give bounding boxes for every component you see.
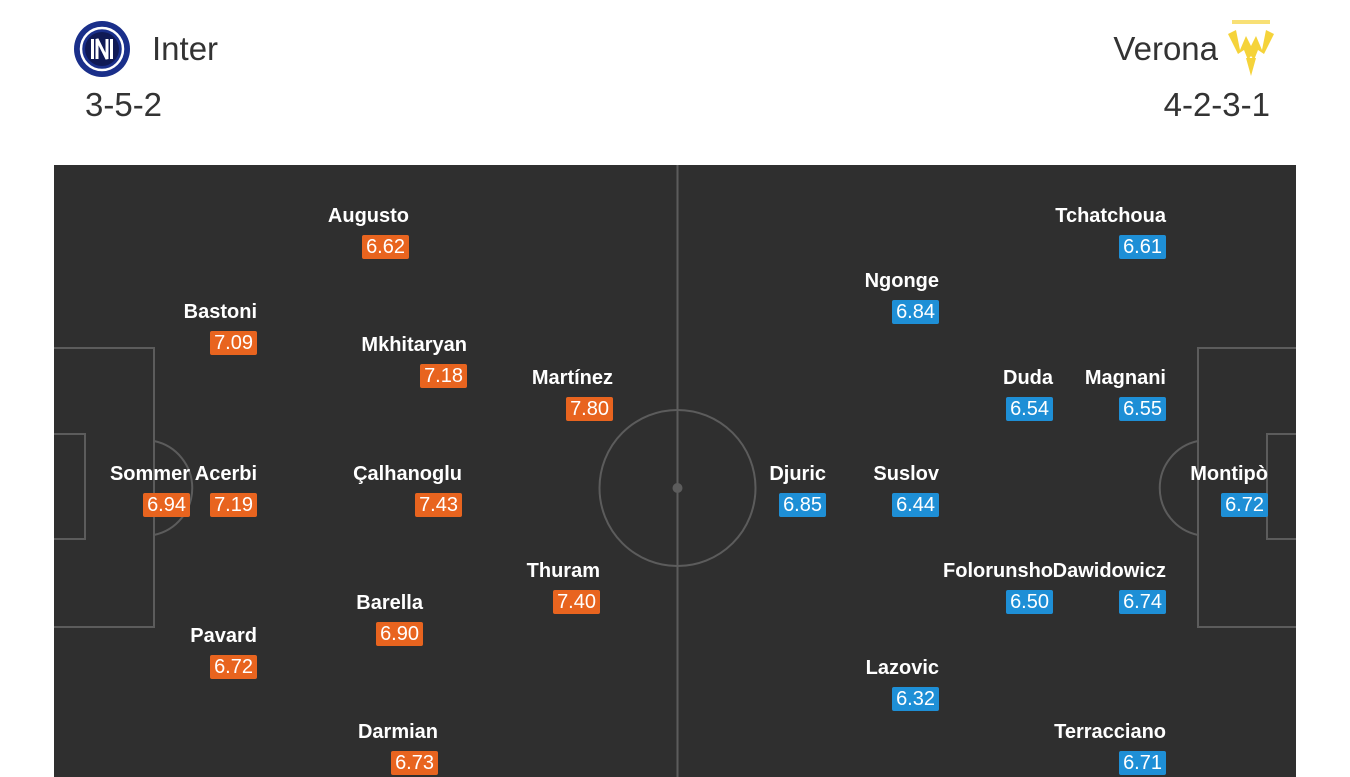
player-thuram[interactable]: Thuram 7.40 [440, 559, 600, 614]
player-rating: 7.18 [420, 364, 467, 388]
player-rating: 6.90 [376, 622, 423, 646]
player-folorunsho[interactable]: Folorunsho 6.50 [893, 559, 1053, 614]
pitch-markings [54, 165, 1296, 777]
player-name: Ngonge [864, 270, 939, 292]
player-name: Martínez [531, 367, 613, 389]
player-pavard[interactable]: Pavard 6.72 [97, 624, 257, 679]
player-djuric[interactable]: Djuric 6.85 [666, 462, 826, 517]
player-rating: 6.74 [1119, 590, 1166, 614]
player-name: Sommer [109, 463, 190, 485]
player-rating: 6.85 [779, 493, 826, 517]
player-rating: 7.09 [210, 331, 257, 355]
player-name: Pavard [190, 625, 257, 647]
player-name: Acerbi [194, 463, 257, 485]
player-acerbi[interactable]: Acerbi 7.19 [97, 462, 257, 517]
player-ngonge[interactable]: Ngonge 6.84 [779, 269, 939, 324]
player-rating: 7.43 [415, 493, 462, 517]
player-name: Montipò [1190, 463, 1268, 485]
player-duda[interactable]: Duda 6.54 [893, 366, 1053, 421]
player-name: Dawidowicz [1052, 560, 1166, 582]
home-team-header: Inter 3-5-2 [0, 0, 675, 165]
player-mkhitaryan[interactable]: Mkhitaryan 7.18 [307, 333, 467, 388]
home-formation: 3-5-2 [85, 86, 163, 123]
player-lazovic[interactable]: Lazovic 6.32 [779, 656, 939, 711]
player-rating: 6.84 [892, 300, 939, 324]
player-rating: 6.55 [1119, 397, 1166, 421]
player-name: Bastoni [183, 301, 257, 323]
player-rating: 6.32 [892, 687, 939, 711]
player-rating: 7.19 [210, 493, 257, 517]
player-tchatchoua[interactable]: Tchatchoua 6.61 [1006, 204, 1166, 259]
player-rating: 6.73 [391, 751, 438, 775]
lineup-pitch: Sommer 6.94 Bastoni 7.09 Acerbi 7.19 Pav… [54, 165, 1296, 777]
player-rating: 6.72 [1221, 493, 1268, 517]
player-dawidowicz[interactable]: Dawidowicz 6.74 [1006, 559, 1166, 614]
player-name: Darmian [357, 721, 438, 743]
player-martinez[interactable]: Martínez 7.80 [453, 366, 613, 421]
away-team-name[interactable]: Verona [1113, 30, 1218, 67]
player-name: Mkhitaryan [361, 334, 467, 356]
away-formation: 4-2-3-1 [1163, 86, 1270, 123]
player-name: Djuric [769, 463, 826, 485]
player-name: Terracciano [1054, 721, 1166, 743]
player-name: Tchatchoua [1055, 205, 1166, 227]
player-calhanoglu[interactable]: Çalhanoglu 7.43 [302, 462, 462, 517]
home-team-name[interactable]: Inter [152, 30, 219, 67]
player-rating: 6.54 [1006, 397, 1053, 421]
player-name: Magnani [1084, 367, 1166, 389]
player-barella[interactable]: Barella 6.90 [263, 591, 423, 646]
player-name: Folorunsho [943, 560, 1053, 582]
player-suslov[interactable]: Suslov 6.44 [779, 462, 939, 517]
verona-logo-icon[interactable] [1222, 20, 1280, 78]
player-name: Duda [1003, 367, 1053, 389]
player-rating: 6.61 [1119, 235, 1166, 259]
player-rating: 6.50 [1006, 590, 1053, 614]
player-terracciano[interactable]: Terracciano 6.71 [1006, 720, 1166, 775]
player-rating: 6.72 [210, 655, 257, 679]
player-montipo[interactable]: Montipò 6.72 [1108, 462, 1268, 517]
player-sommer[interactable]: Sommer 6.94 [54, 462, 190, 517]
player-name: Thuram [526, 560, 600, 582]
player-bastoni[interactable]: Bastoni 7.09 [97, 300, 257, 355]
away-team-header: Verona 4-2-3-1 [675, 0, 1350, 165]
player-name: Çalhanoglu [353, 463, 462, 485]
player-name: Barella [356, 592, 423, 614]
player-rating: 7.80 [566, 397, 613, 421]
player-rating: 6.94 [143, 493, 190, 517]
inter-logo-icon[interactable] [73, 20, 131, 78]
player-rating: 6.44 [892, 493, 939, 517]
player-magnani[interactable]: Magnani 6.55 [1006, 366, 1166, 421]
player-rating: 6.62 [362, 235, 409, 259]
player-darmian[interactable]: Darmian 6.73 [278, 720, 438, 775]
player-rating: 6.71 [1119, 751, 1166, 775]
player-name: Suslov [873, 463, 939, 485]
player-augusto[interactable]: Augusto 6.62 [249, 204, 409, 259]
player-name: Lazovic [865, 657, 939, 679]
player-rating: 7.40 [553, 590, 600, 614]
player-name: Augusto [327, 205, 409, 227]
